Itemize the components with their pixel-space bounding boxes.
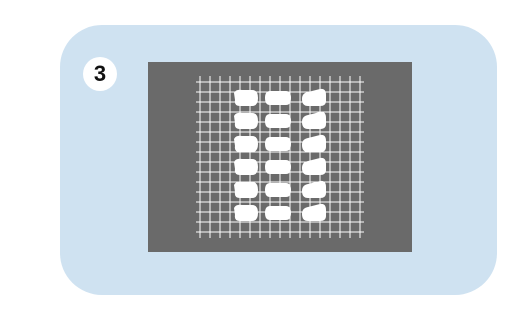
step-number-badge: 3 [83, 57, 117, 91]
piece [302, 158, 326, 175]
piece [302, 135, 326, 152]
piece [265, 206, 291, 220]
piece [265, 183, 291, 197]
piece [265, 160, 291, 174]
piece [302, 204, 326, 221]
piece [265, 137, 291, 151]
piece [234, 182, 258, 198]
piece [234, 136, 258, 152]
piece [234, 159, 258, 175]
step-illustration [148, 62, 412, 252]
piece [234, 113, 258, 129]
piece [302, 112, 326, 129]
piece [265, 114, 291, 128]
piece [265, 91, 291, 105]
piece [234, 90, 258, 106]
grid-illustration [148, 62, 412, 252]
piece [302, 181, 326, 198]
piece [234, 205, 258, 221]
piece [302, 89, 326, 106]
step-number: 3 [94, 61, 106, 87]
